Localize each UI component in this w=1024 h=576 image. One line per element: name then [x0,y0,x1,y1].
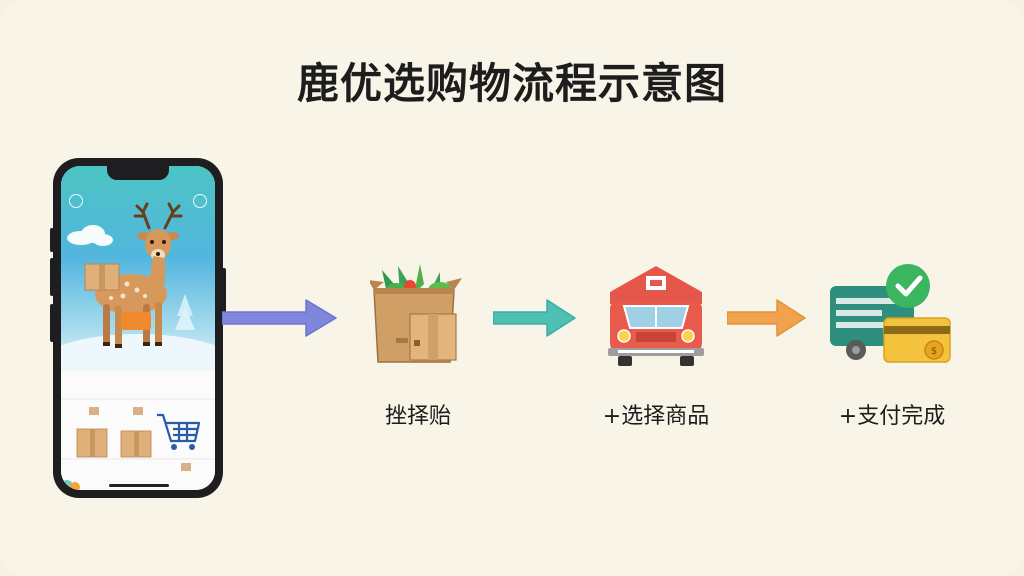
flow-arrow-1 [222,299,337,337]
step-3-label: +支付完成 [838,404,946,429]
product-grid [61,371,215,490]
app-hero-banner [61,166,215,371]
menu-icon [69,194,83,208]
grocery-box-icon [370,264,462,363]
phone-illustration [50,158,226,498]
flow-arrow-2 [493,299,576,337]
delivery-truck-icon [608,266,704,366]
flow-arrow-3 [727,299,806,337]
profile-icon [193,194,207,208]
payment-card-icon: $ [830,264,951,363]
step-2-label: +选择商品 [602,404,710,429]
diagram-title: 鹿优选购物流程示意图 [296,59,727,108]
shopping-cart-icon [157,413,201,443]
step-1-label: 挫择贻 [384,404,451,429]
phone-screen [61,166,215,490]
deer-mascot-icon [84,202,183,348]
svg-text:$: $ [931,346,937,357]
